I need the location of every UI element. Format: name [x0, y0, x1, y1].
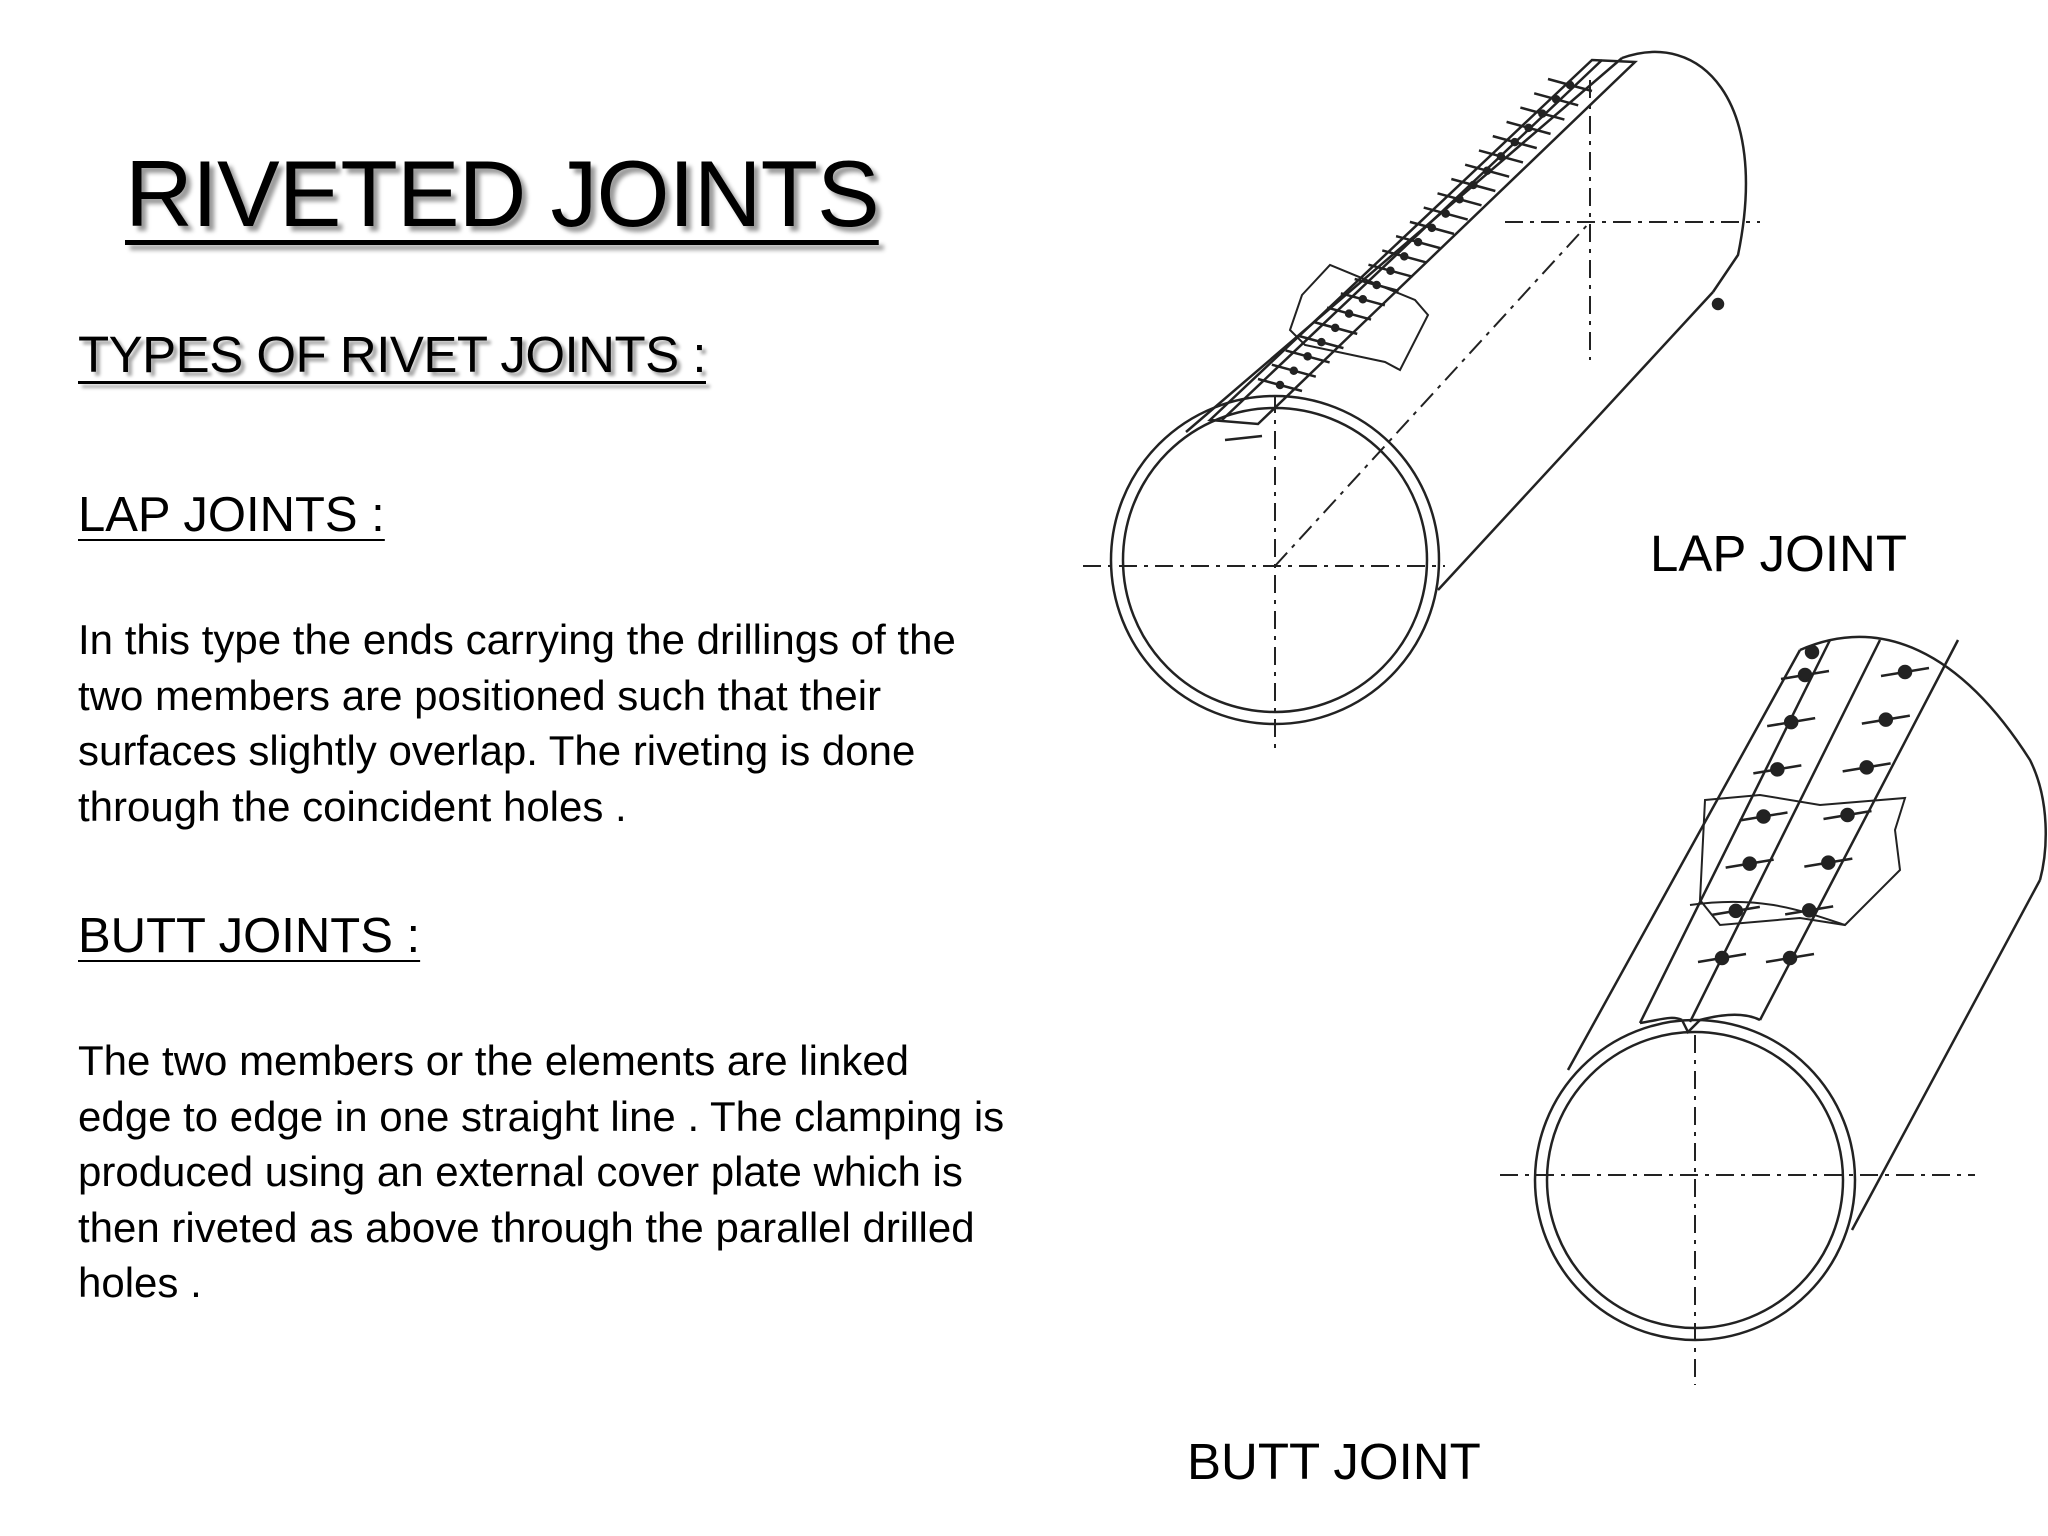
- butt-rivet: [1766, 714, 1816, 730]
- types-subtitle: TYPES OF RIVET JOINTS :: [78, 326, 707, 383]
- butt-joint-label: BUTT JOINT: [1187, 1433, 1481, 1490]
- butt-rivet: [1842, 760, 1891, 775]
- lap-torn-patch: [1288, 263, 1430, 372]
- lap-joints-heading: LAP JOINTS :: [78, 488, 385, 542]
- butt-rivet: [1861, 712, 1911, 727]
- butt-line-2: edge to edge in one straight line . The …: [78, 1092, 1005, 1140]
- lap-center-lines: [1083, 80, 1760, 755]
- lap-far-point: [1711, 297, 1725, 311]
- butt-joints-description: The two members or the elements are link…: [78, 1033, 1004, 1311]
- butt-torn-patch: [1689, 793, 1907, 927]
- butt-rivet: [1753, 762, 1802, 777]
- lap-line-2: two members are positioned such that the…: [78, 671, 882, 719]
- butt-cover-plate: [1638, 639, 1960, 1035]
- butt-rivet: [1711, 903, 1761, 919]
- butt-rivet: [1823, 807, 1872, 823]
- lap-rivet-marks: [1257, 77, 1593, 393]
- butt-rivet: [1880, 664, 1930, 680]
- butt-rivet: [1804, 855, 1853, 870]
- lap-line-4: through the coincident holes .: [78, 782, 627, 830]
- lap-joints-description: In this type the ends carrying the drill…: [78, 612, 956, 834]
- lap-line-3: surfaces slightly overlap. The riveting …: [78, 727, 916, 774]
- butt-cylinder-body: [1533, 635, 2047, 1342]
- butt-rivet: [1725, 856, 1774, 871]
- butt-center-lines: [1500, 1035, 1975, 1385]
- butt-rivet-marks: [1697, 664, 1930, 966]
- slide-title: RIVETED JOINTS: [125, 141, 880, 246]
- butt-joints-heading: BUTT JOINTS :: [78, 909, 421, 963]
- butt-rivet: [1739, 809, 1788, 824]
- butt-rivet: [1780, 667, 1830, 683]
- lap-line-1: In this type the ends carrying the drill…: [78, 616, 956, 663]
- butt-line-5: holes .: [78, 1259, 202, 1306]
- butt-rivet: [1765, 950, 1815, 966]
- butt-line-1: The two members or the elements are link…: [78, 1037, 910, 1084]
- butt-rivet: [1697, 950, 1747, 966]
- lap-joint-label: LAP JOINT: [1650, 525, 1907, 582]
- butt-line-3: produced using an external cover plate w…: [78, 1148, 963, 1195]
- butt-rivet: [1784, 903, 1834, 918]
- butt-line-4: then riveted as above through the parall…: [78, 1203, 975, 1251]
